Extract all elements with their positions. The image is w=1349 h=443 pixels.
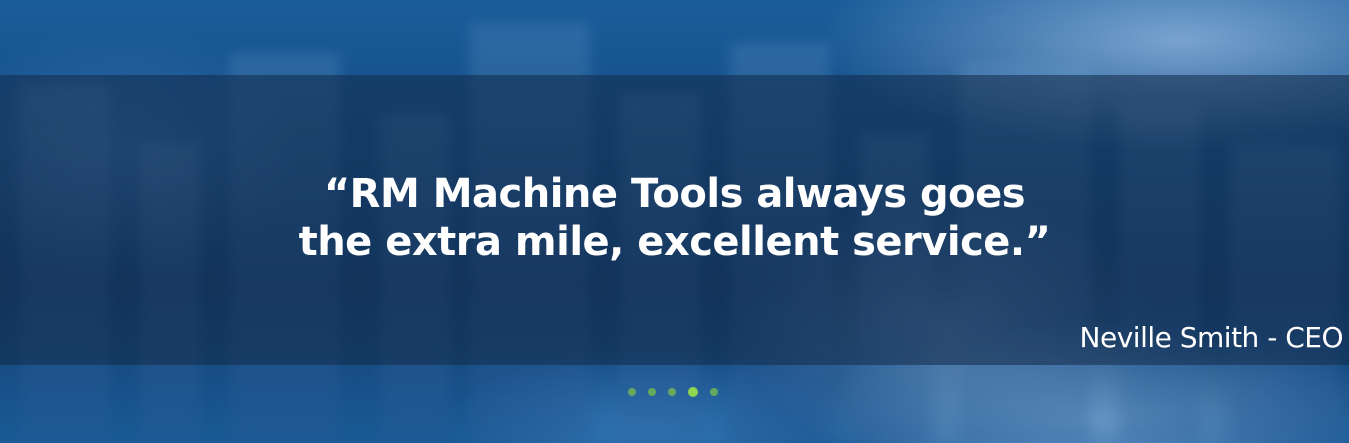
slider-dot-3[interactable] (667, 388, 676, 396)
slider-dot-1[interactable] (627, 388, 636, 396)
quote-overlay-band (0, 75, 1349, 365)
testimonial-quote: “RM Machine Tools always goes the extra … (0, 170, 1349, 266)
slider-dot-4[interactable] (687, 387, 698, 397)
slider-pagination (0, 387, 1347, 397)
slider-dot-5[interactable] (709, 388, 718, 396)
quote-line-2: the extra mile, excellent service.” (298, 219, 1051, 265)
testimonial-author: Neville Smith - CEO (1079, 321, 1344, 354)
quote-line-1: “RM Machine Tools always goes (323, 171, 1026, 217)
slider-dot-2[interactable] (647, 388, 656, 396)
